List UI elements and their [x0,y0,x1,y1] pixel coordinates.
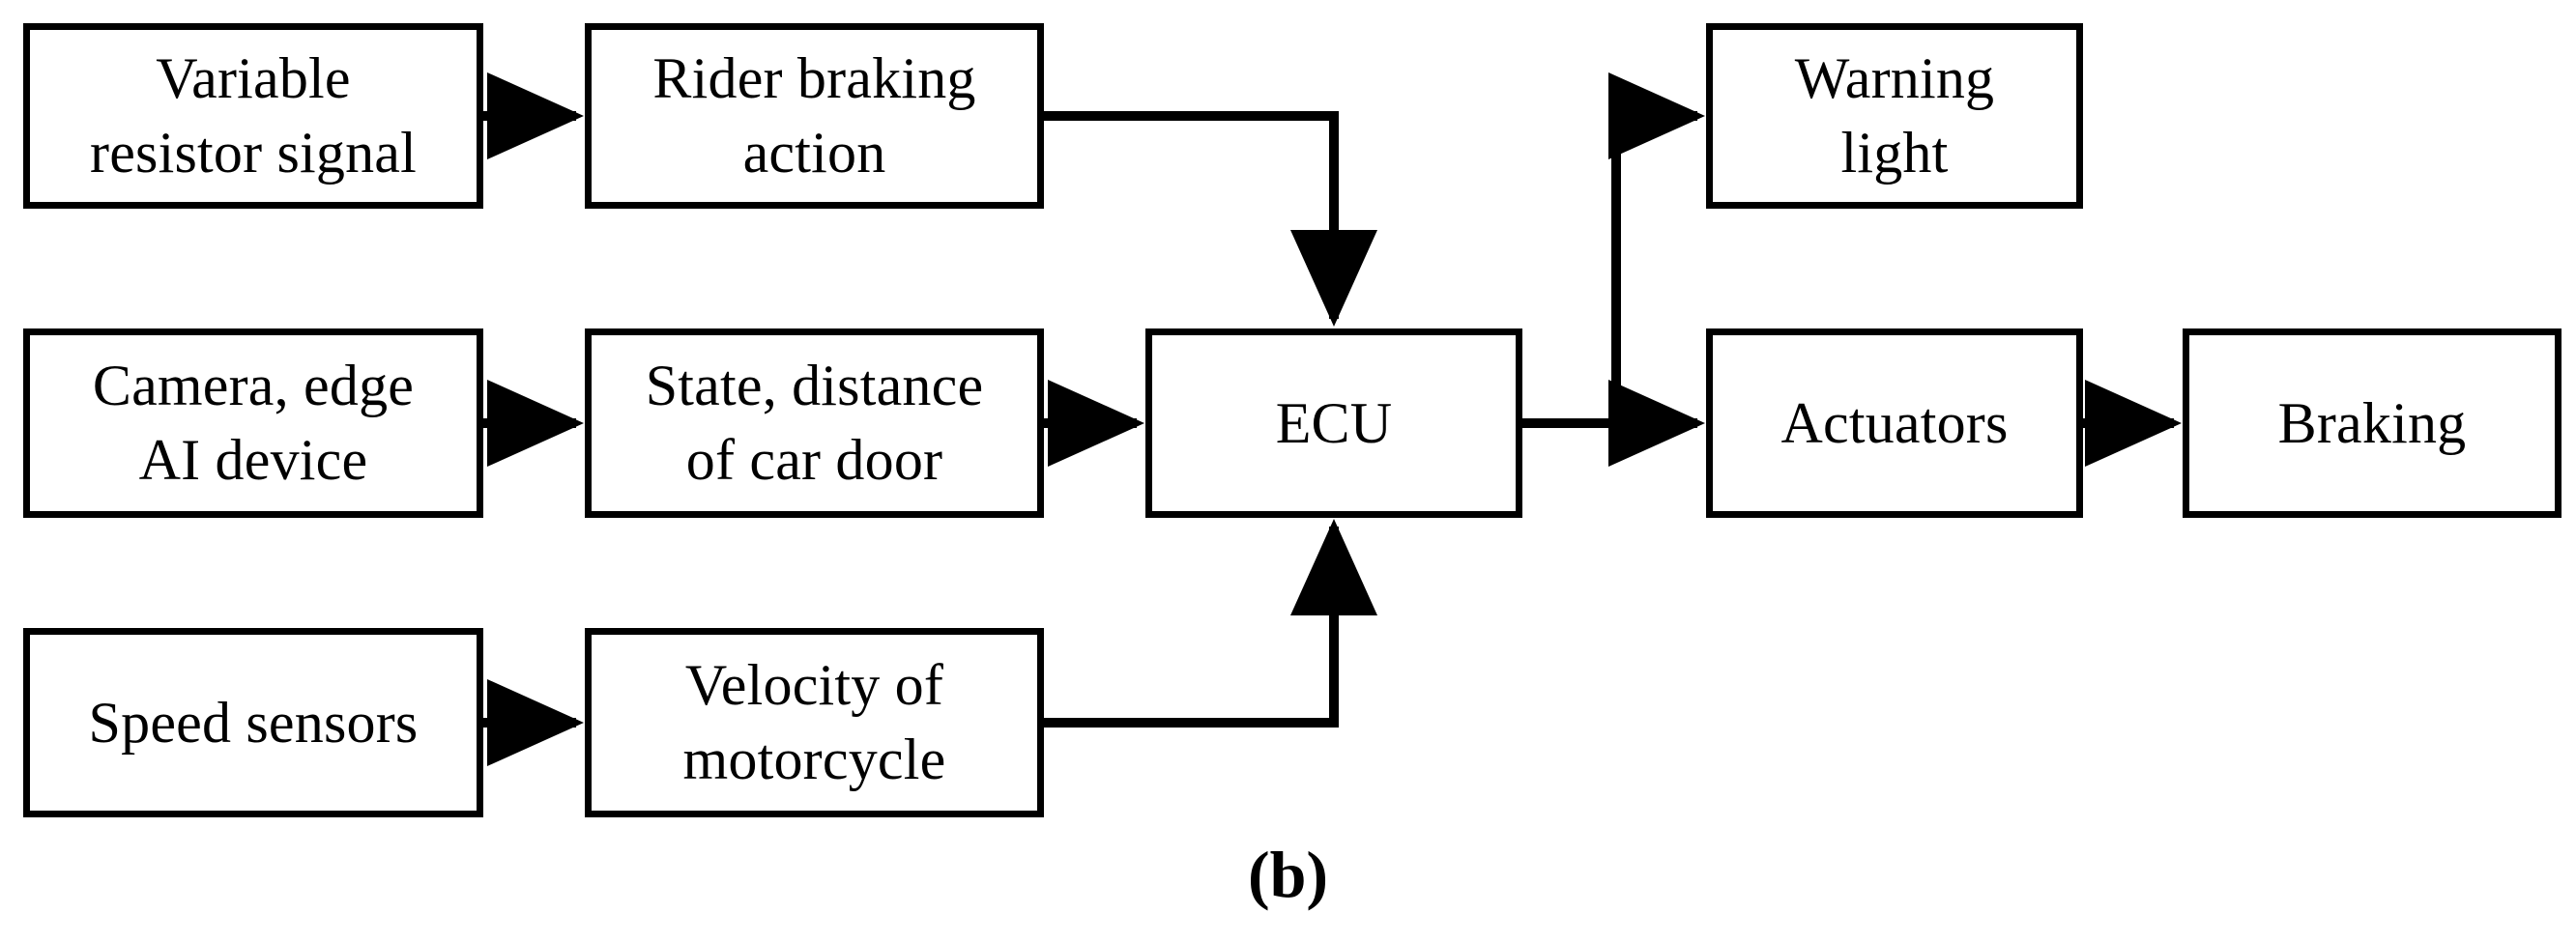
block-label-warning-light: Warning light [1794,46,1995,185]
block-state-distance-of-car-door[interactable]: State, distance of car door [585,328,1044,518]
block-braking[interactable]: Braking [2183,328,2562,518]
edge-velocity-of-motorcycle-to-ecu [1044,518,1377,728]
edge-rider-braking-action-to-ecu [1044,111,1377,328]
block-label-ecu: ECU [1275,390,1393,455]
block-ecu[interactable]: ECU [1145,328,1522,518]
block-label-velocity-of-motorcycle: Velocity of motorcycle [682,653,946,791]
block-label-state-distance-of-car-door: State, distance of car door [645,354,984,492]
block-actuators[interactable]: Actuators [1706,328,2083,518]
block-rider-braking-action[interactable]: Rider braking action [585,23,1044,209]
block-speed-sensors[interactable]: Speed sensors [23,628,483,817]
block-label-speed-sensors: Speed sensors [88,690,419,755]
block-label-variable-resistor-signal: Variable resistor signal [90,46,417,185]
figure-caption: (b) [1247,838,1329,911]
edge-ecu-to-warning-light [1608,72,1706,423]
block-variable-resistor-signal[interactable]: Variable resistor signal [23,23,483,209]
block-label-camera-edge-ai-device: Camera, edge AI device [92,354,415,492]
block-velocity-of-motorcycle[interactable]: Velocity of motorcycle [585,628,1044,817]
block-label-braking: Braking [2277,390,2467,455]
block-camera-edge-ai-device[interactable]: Camera, edge AI device [23,328,483,518]
block-label-actuators: Actuators [1780,390,2009,455]
block-warning-light[interactable]: Warning light [1706,23,2083,209]
block-label-rider-braking-action: Rider braking action [652,46,976,185]
